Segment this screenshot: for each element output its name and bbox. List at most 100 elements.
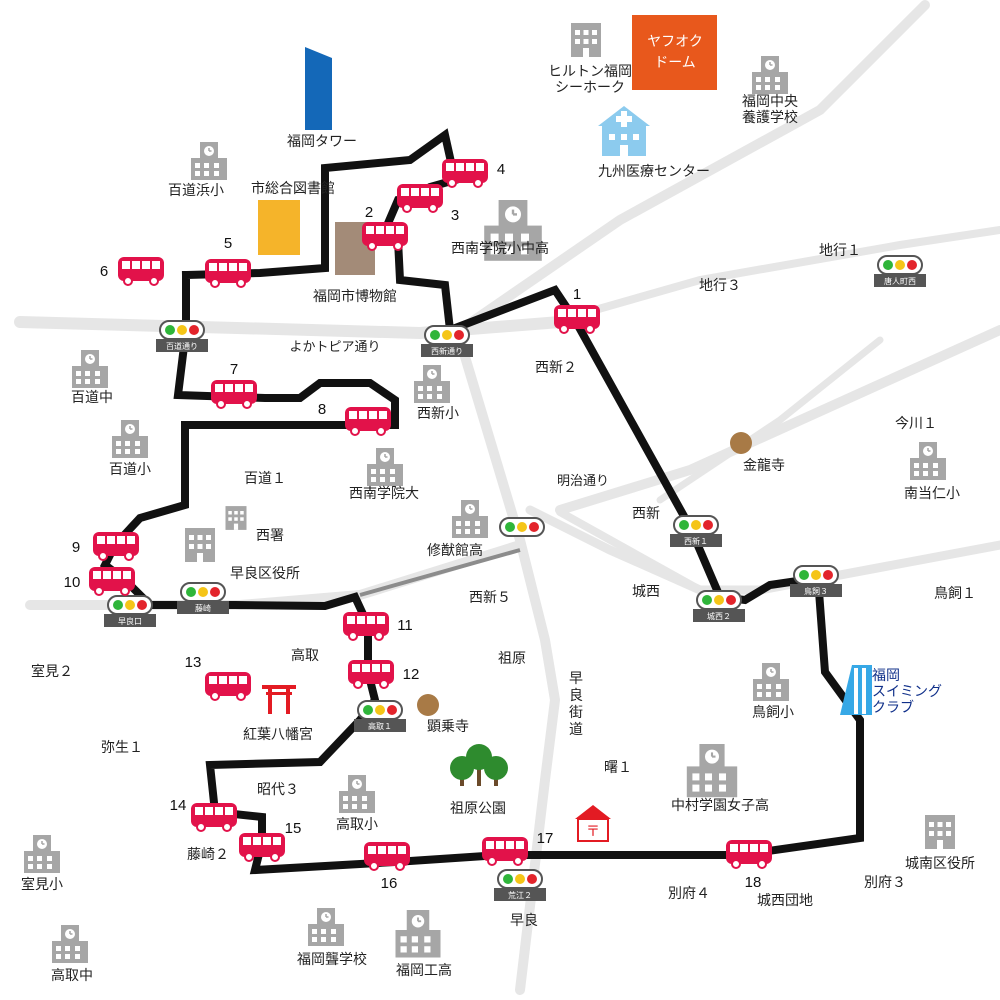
road-diagonal-2 — [656, 336, 884, 504]
bus-stop-18[interactable]: 18 — [725, 839, 773, 891]
svg-text:荒江２: 荒江２ — [508, 890, 532, 900]
yafuoku-dome-label-1: ヤフオク — [647, 34, 703, 50]
seinan-univ-icon — [366, 447, 404, 487]
road-sawara-kaido-label-2: 良 — [569, 688, 583, 704]
area-fujisaki2: 藤崎２ — [187, 847, 229, 863]
svg-text:藤崎: 藤崎 — [195, 603, 211, 613]
signal-fujisaki: 藤崎 — [177, 582, 229, 614]
area-befu4: 別府４ — [668, 886, 710, 902]
road-meiji — [555, 325, 1000, 515]
road-diagonal-ne — [455, 0, 930, 335]
area-sohara: 祖原 — [498, 651, 526, 667]
momochi-elem-icon — [111, 419, 149, 459]
sohara-park-icon — [450, 744, 508, 786]
area-nishijin: 西新 — [632, 506, 660, 522]
nakamura-gakuen-icon — [685, 742, 739, 799]
bus-stop-7[interactable]: 7 — [210, 361, 258, 409]
swimming-label-2: スイミング — [872, 684, 942, 700]
muromi-elem-icon — [23, 834, 61, 874]
bus-stop-1[interactable]: 1 — [553, 286, 601, 334]
signal-torikai3: 鳥飼３ — [790, 565, 842, 597]
momochihama-elem-label: 百道浜小 — [168, 183, 224, 199]
chuo-yogo-label-1: 福岡中央 — [742, 94, 798, 110]
bus-stop-5[interactable]: 5 — [204, 235, 252, 288]
svg-text:早良口: 早良口 — [118, 616, 142, 626]
area-jigyo3: 地行３ — [699, 278, 741, 294]
minami-tojin-elem-icon — [909, 441, 947, 481]
area-josei: 城西 — [632, 584, 660, 600]
signal-josei2: 城西２ — [693, 590, 745, 622]
deaf-school-label: 福岡聾学校 — [297, 951, 367, 968]
kinryuji-label: 金龍寺 — [743, 457, 785, 474]
takatori-elem-icon — [338, 774, 376, 814]
torikai-elem-label: 鳥飼小 — [752, 705, 794, 721]
momochi-junior-label: 百道中 — [71, 390, 113, 406]
area-nishijin5: 西新５ — [469, 590, 511, 606]
bus-stop-12[interactable]: 12 — [347, 659, 419, 689]
svg-text:西新１: 西新１ — [684, 536, 708, 546]
ward-office-building-icon — [185, 528, 215, 562]
area-shodai3: 昭代３ — [257, 782, 299, 798]
svg-text:13: 13 — [185, 654, 202, 671]
nishijin-elem-icon — [413, 364, 451, 404]
seinan-univ-label: 西南学院大 — [349, 486, 419, 502]
momiji-hachimangu-label: 紅葉八幡宮 — [243, 727, 313, 743]
bus-stop-14[interactable]: 14 — [170, 797, 238, 832]
bus-stop-3[interactable]: 3 — [396, 183, 459, 224]
bus-stop-17[interactable]: 17 — [481, 830, 553, 866]
area-akebono1: 曙１ — [604, 760, 632, 776]
muromi-elem-label: 室見小 — [21, 876, 63, 893]
signal-momochi-dori: 百道通り — [156, 320, 208, 352]
shuyukan-label: 修猷館高 — [427, 542, 483, 559]
svg-text:高取１: 高取１ — [368, 721, 392, 731]
bus-stop-2[interactable]: 2 — [361, 204, 409, 251]
svg-text:鳥飼３: 鳥飼３ — [804, 586, 828, 596]
area-yayoi1: 弥生１ — [101, 739, 143, 756]
momochi-elem-label: 百道小 — [109, 462, 151, 478]
library-icon — [258, 200, 300, 255]
traffic-signals: 唐人町西 百道通り 西新通り 西新１ 城西２ 鳥飼３ — [104, 255, 926, 901]
nishisho-label: 西署 — [256, 528, 284, 544]
bus-stop-10[interactable]: 10 — [64, 566, 136, 596]
signal-takatori1: 高取１ — [354, 700, 406, 732]
kenjoji-temple-icon — [417, 694, 439, 716]
deaf-school-icon — [307, 907, 345, 947]
swimming-label-3: クラブ — [872, 699, 914, 716]
svg-text:9: 9 — [72, 539, 80, 556]
tech-high-icon — [394, 909, 442, 959]
area-torikai1: 鳥飼１ — [934, 586, 976, 602]
bus-stop-13[interactable]: 13 — [185, 654, 252, 701]
road-sawara-kaido-label-4: 道 — [569, 722, 583, 738]
bus-stop-4[interactable]: 4 — [441, 158, 505, 188]
bus-stop-11[interactable]: 11 — [342, 611, 413, 641]
tech-high-label: 福岡工高 — [396, 962, 452, 979]
bus-stop-15[interactable]: 15 — [238, 820, 301, 862]
area-takatori: 高取 — [291, 647, 319, 664]
yafuoku-dome-label-2: ドーム — [654, 55, 696, 71]
momochihama-elem-icon — [190, 141, 228, 181]
road-sawara-kaido-label-3: 街 — [569, 705, 583, 721]
svg-text:〒: 〒 — [586, 824, 600, 840]
shuyukan-icon — [451, 499, 489, 539]
nakamura-gakuen-label: 中村学園女子高 — [671, 797, 769, 814]
hilton-label-2: シーホーク — [555, 80, 625, 96]
road-jigyo — [556, 226, 1000, 324]
bus-stop-9[interactable]: 9 — [72, 531, 140, 561]
area-nishijin2: 西新２ — [535, 360, 577, 376]
road-meiji-label: 明治通り — [557, 474, 609, 489]
bus-stop-6[interactable]: 6 — [100, 256, 165, 286]
bus-stop-16[interactable]: 16 — [363, 841, 411, 892]
yafuoku-dome-icon — [632, 15, 717, 90]
nishijin-elem-label: 西新小 — [417, 406, 459, 422]
takatori-elem-label: 高取小 — [336, 816, 378, 833]
svg-text:唐人町西: 唐人町西 — [884, 276, 916, 286]
minami-tojin-label: 南当仁小 — [904, 486, 960, 502]
signal-nishijin-dori: 西新通り — [421, 325, 473, 357]
svg-text:4: 4 — [497, 161, 505, 178]
bus-stop-8[interactable]: 8 — [318, 401, 392, 436]
area-imagawa1: 今川１ — [895, 416, 937, 432]
momochi-junior-icon — [71, 349, 109, 389]
ward-office-label: 早良区役所 — [230, 566, 300, 582]
fukuoka-tower-icon — [305, 47, 332, 130]
shrine-torii-icon — [262, 685, 296, 714]
